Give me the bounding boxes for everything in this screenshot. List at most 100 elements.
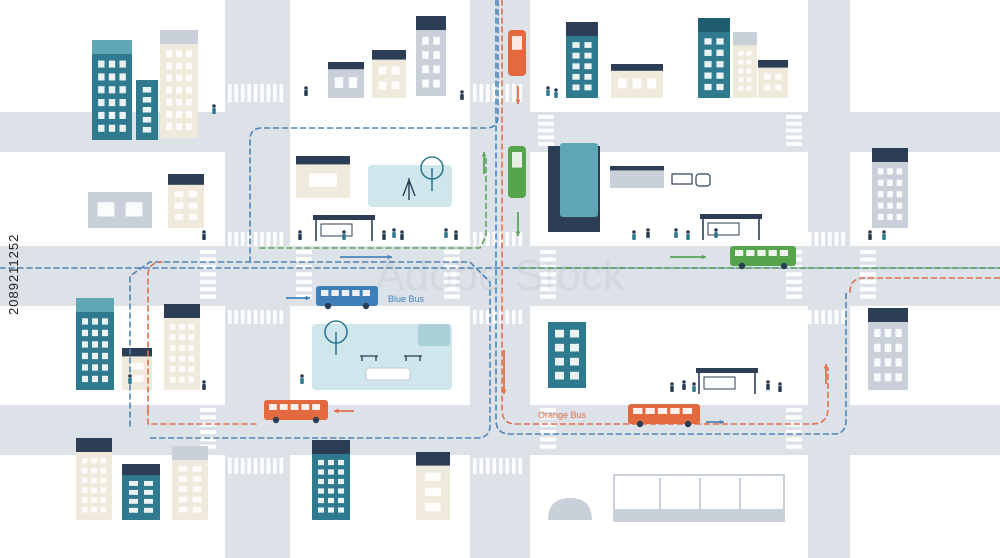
crosswalk-stripe [786,115,802,119]
building-window [746,77,752,83]
pedestrian-head [392,228,396,232]
crosswalk-stripe [260,310,264,324]
crosswalk-stripe [828,232,832,246]
crosswalk-stripe [860,279,876,284]
pedestrian-icon [298,230,302,240]
crosswalk-stripe [786,437,802,442]
building-window [764,84,771,91]
crosswalk-stripe [538,115,554,119]
building-icon [76,438,112,520]
pedestrian-icon [766,380,770,390]
building-window [81,457,88,464]
bus-window [269,404,277,410]
crosswalk-stripe [240,310,245,324]
crosswalk-stripe [296,257,312,262]
pedestrian-icon [554,88,558,98]
crosswalk-stripe [499,310,503,324]
building-window [100,467,107,474]
building-window [422,36,429,45]
building-icon [372,50,406,98]
building-window [896,213,903,221]
building-window [877,179,884,186]
pedestrian-icon [632,230,636,240]
building-window [98,73,105,81]
crosswalk-stripe [200,287,216,292]
crosswalk-stripe [786,287,802,292]
building-window [98,111,105,119]
building-roof [122,464,160,476]
pedestrian-head [460,90,464,94]
pedestrian-body [882,234,886,240]
bus-stop-roof [313,215,375,220]
crosswalk [808,232,845,246]
pedestrian-icon [304,86,308,96]
crosswalk-stripe [540,430,556,435]
building-window [178,466,188,472]
building-window [176,86,182,94]
pedestrian-icon [454,230,458,240]
crosswalk-stripe [296,272,312,277]
building-window [108,124,116,132]
crosswalk-stripe [786,121,802,126]
pedestrian-body [632,234,636,240]
bus-wheel [738,262,746,270]
building-window [425,487,441,497]
bus-window [301,404,310,410]
crosswalk [538,115,554,146]
building-window [192,496,202,503]
building-window [318,497,324,504]
building-roof [372,50,406,60]
building-window [338,497,344,504]
building-window [82,375,88,383]
building-window [129,507,138,513]
pedestrian-head [202,380,206,384]
building-window [179,324,185,330]
building-window [378,66,387,75]
park-pond [418,324,450,346]
crosswalk-stripe [518,232,523,246]
park-lot [368,165,452,207]
crosswalk-stripe [240,84,245,102]
building-window [144,498,153,504]
building-window [572,42,580,48]
crosswalk [540,408,556,449]
building-window [338,488,344,494]
pedestrian-head [546,86,550,90]
building-window [179,345,185,351]
building-window [318,469,324,475]
pedestrian-head [632,230,636,234]
parks [312,156,452,390]
building-window [102,318,108,325]
pedestrian-icon [382,230,386,240]
crosswalk-stripe [786,415,802,420]
crosswalk-stripe [200,257,216,262]
pedestrian-head [686,230,690,234]
building-icon [164,304,200,390]
building-window [328,478,334,485]
crosswalk-stripe [538,128,554,133]
building-window [188,355,195,362]
building-icon [88,192,152,228]
building-window [348,77,358,89]
building-icon [416,16,446,96]
building-window [91,467,97,474]
building-window [142,117,152,123]
pedestrian-icon [212,104,216,114]
building-window [584,84,592,91]
pedestrian-head [674,228,678,232]
vehicles [264,30,796,428]
pedestrian-icon [546,86,550,96]
pedestrian-body [868,234,872,240]
park-lot [312,324,452,390]
building-roof [172,446,208,460]
pedestrian-icon [202,380,206,390]
building-icon [168,174,204,228]
building-window [704,72,712,79]
building-icon [733,32,757,98]
building-window [570,343,579,352]
building-window [108,60,116,68]
pedestrian-body [682,384,686,390]
building-window [144,507,153,513]
building-window [391,81,400,90]
building-window [186,111,192,118]
